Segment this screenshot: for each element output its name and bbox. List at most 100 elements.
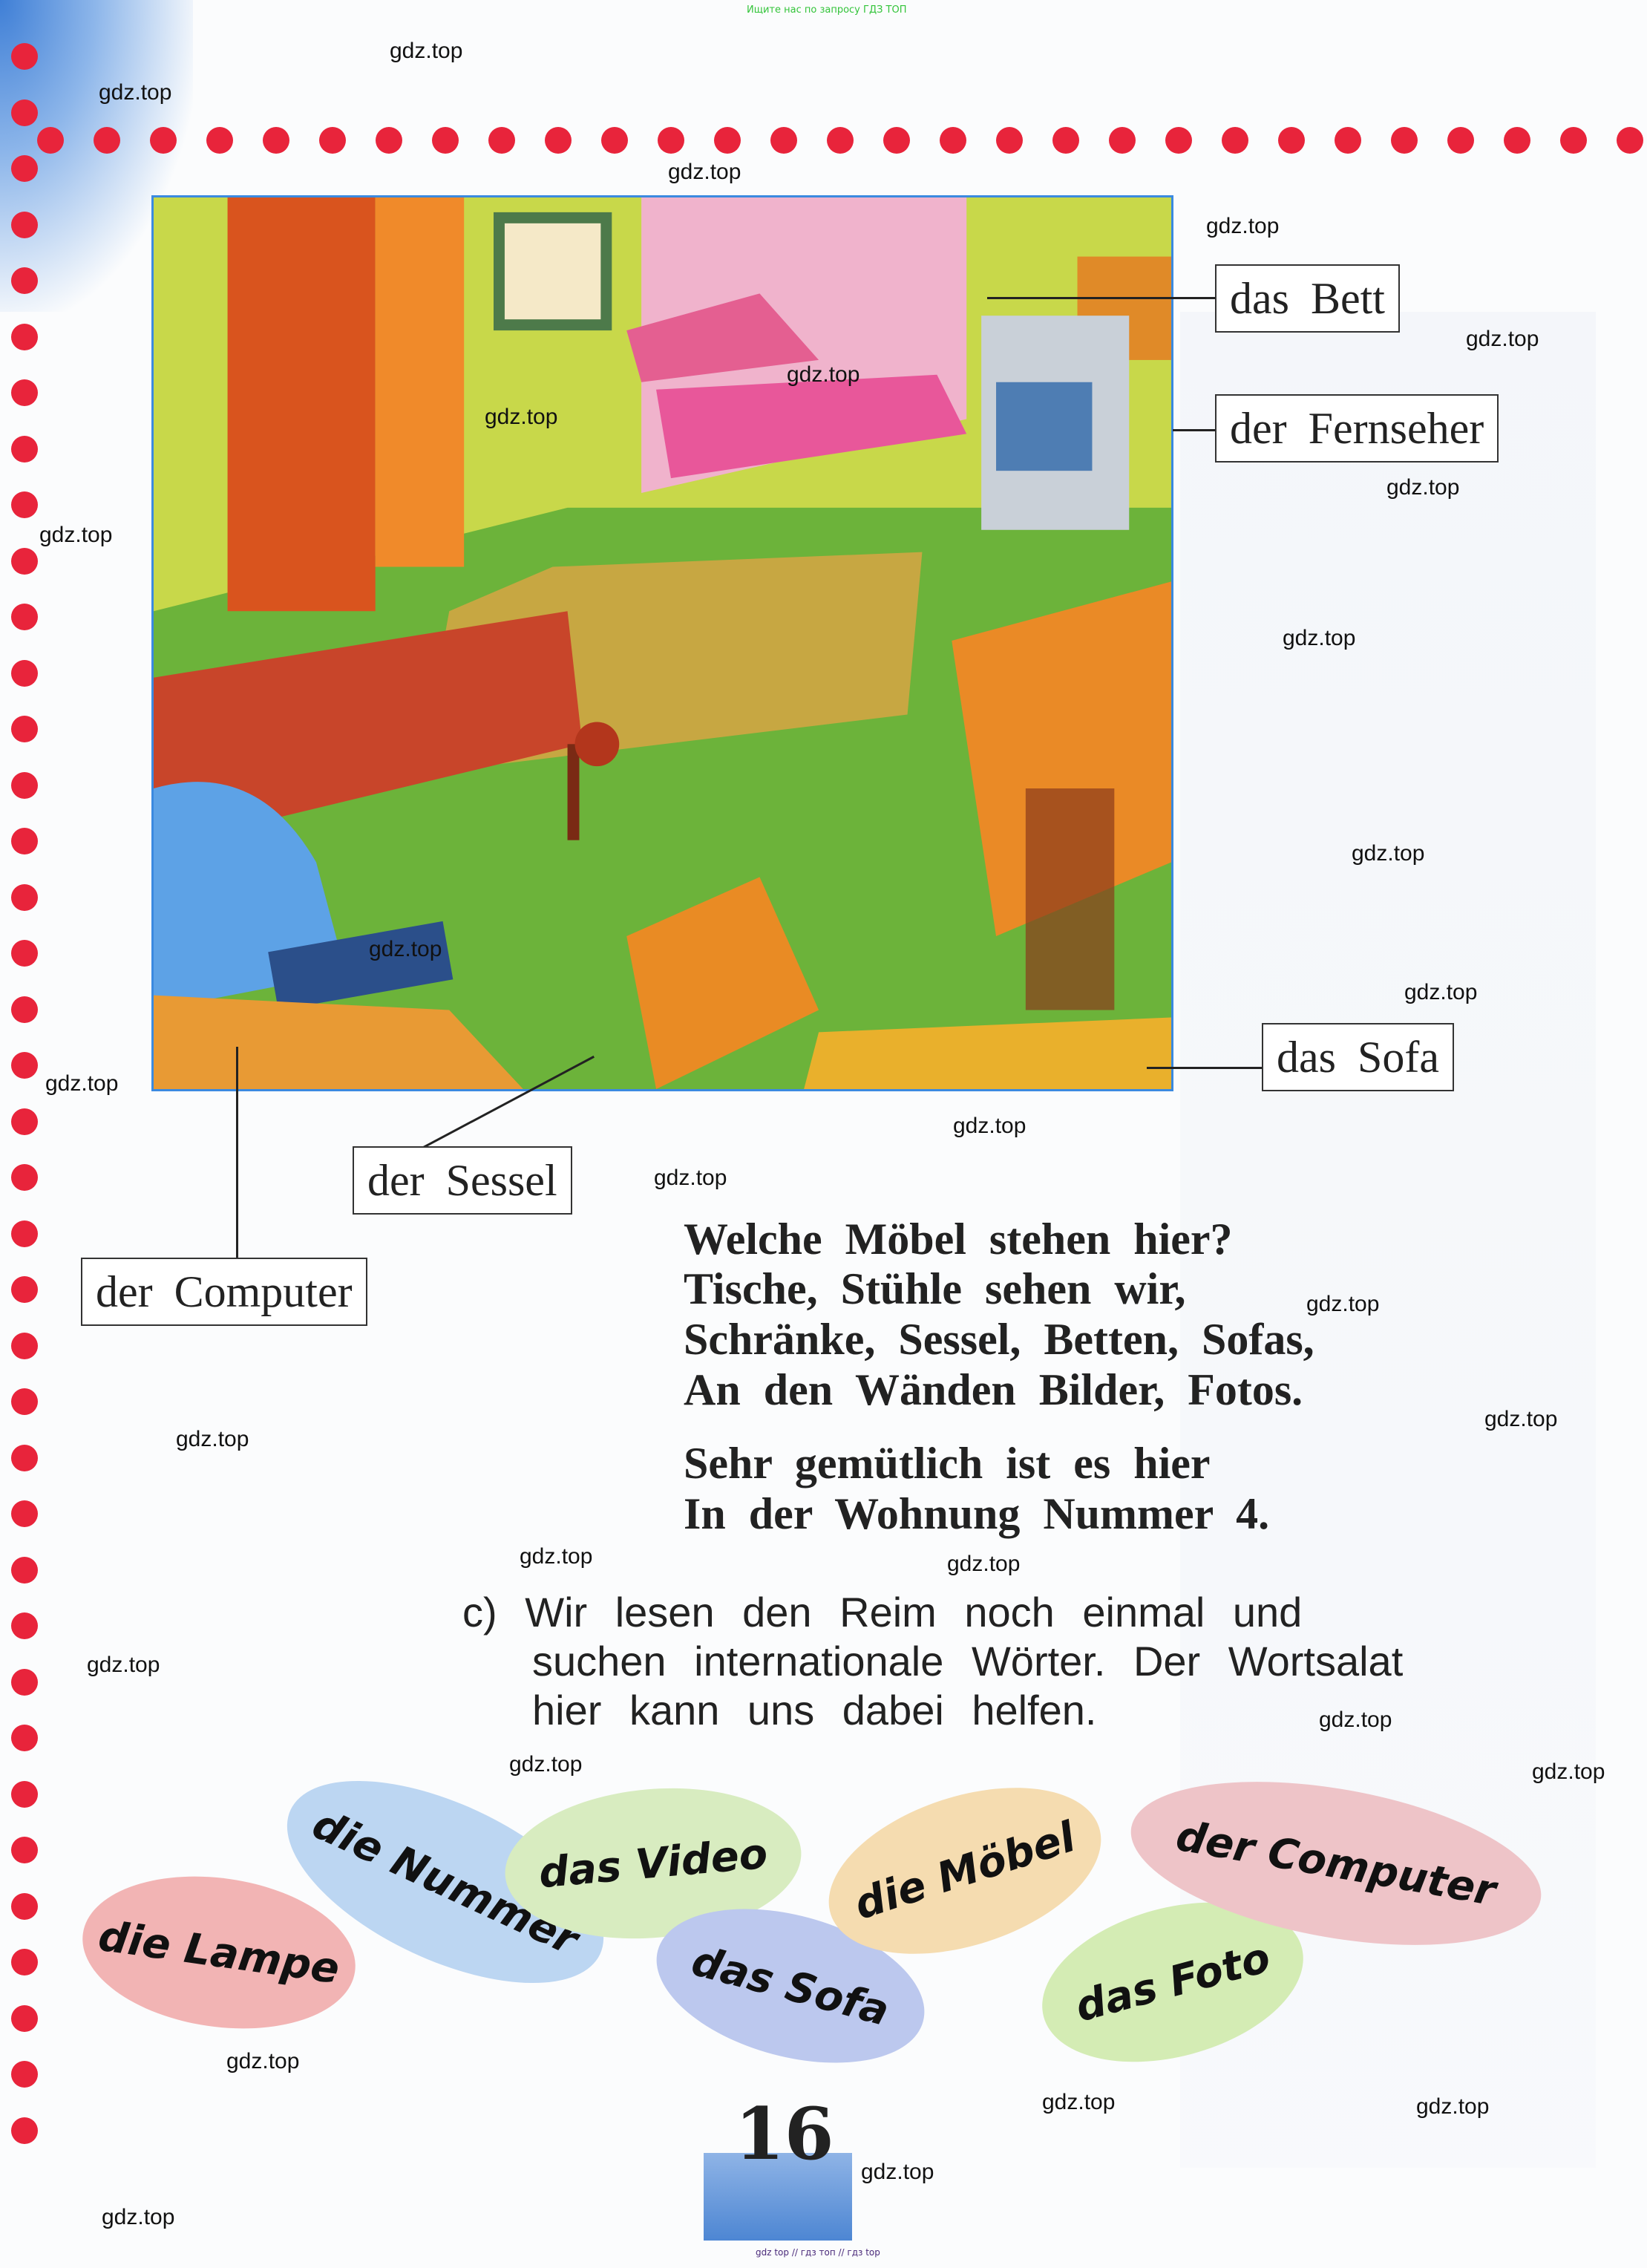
watermark: gdz.top [1532,1759,1605,1784]
watermark: gdz.top [1283,626,1356,650]
watermark: gdz.top [668,160,741,184]
task-line: suchen internationale Wörter. Der Wortsa… [532,1638,1404,1684]
border-dot [11,771,38,799]
border-dot [11,1725,38,1751]
border-dot [1109,127,1136,154]
room-illustration [151,195,1173,1091]
border-dot [11,1556,38,1584]
border-dot [263,127,289,154]
border-dot [1391,127,1418,154]
watermark: gdz.top [87,1653,160,1677]
label-armchair: der Sessel [353,1146,572,1215]
border-dot [1335,127,1361,154]
border-dot [1447,127,1474,154]
border-dot [827,127,854,154]
label-sofa: das Sofa [1262,1023,1454,1091]
border-dot [319,127,346,154]
watermark: gdz.top [390,39,463,63]
border-dot [11,2117,38,2144]
task-line: hier kann uns dabei helfen. [532,1687,1097,1733]
border-dot [996,127,1023,154]
poem-line: Welche Möbel stehen hier? [684,1215,1233,1264]
border-dot [11,1164,38,1191]
border-dot [11,2061,38,2088]
poem-line: An den Wänden Bilder, Fotos. [684,1365,1303,1414]
watermark: gdz.top [953,1114,1026,1138]
watermark: gdz.top [787,362,860,387]
watermark: gdz.top [176,1427,249,1451]
watermark: gdz.top [861,2160,934,2184]
border-dot [432,127,459,154]
border-dot [11,1612,38,1639]
watermark: gdz.top [520,1544,593,1569]
watermark: gdz.top [509,1752,583,1777]
border-dot [11,1332,38,1359]
border-dot [11,1837,38,1863]
watermark: gdz.top [1306,1292,1380,1316]
border-dot [37,127,64,154]
task-line: c) Wir lesen den Reim noch einmal und [462,1589,1303,1635]
border-dot [11,211,38,238]
border-dot [11,940,38,967]
watermark: gdz.top [369,937,442,961]
border-dot [11,2004,38,2032]
border-dot [1052,127,1079,154]
watermark: gdz.top [1042,2090,1116,2114]
border-dot [11,1780,38,1808]
border-dot [11,491,38,518]
border-dot [206,127,233,154]
poem-line: Schränke, Sessel, Betten, Sofas, [684,1315,1314,1364]
watermark: gdz.top [39,523,113,547]
border-dot [714,127,741,154]
border-dot [11,379,38,406]
border-dot [11,996,38,1023]
border-dot [11,1949,38,1975]
border-dot [11,1892,38,1920]
border-dot [11,435,38,463]
border-dot [11,99,38,126]
watermark: gdz.top [102,2205,175,2229]
watermark: gdz.top [1416,2094,1490,2119]
border-dot [770,127,797,154]
border-dot [1617,127,1643,154]
footer-note: gdz top // гдз топ // гдз top [756,2247,880,2258]
border-dot [11,155,38,182]
watermark: gdz.top [1386,475,1460,500]
border-dot [11,828,38,854]
border-dot [940,127,966,154]
border-dot [150,127,177,154]
poem-line: Tische, Stühle sehen wir, [684,1264,1186,1313]
label-bed: das Bett [1215,264,1400,333]
label-tv: der Fernseher [1215,394,1499,463]
watermark: gdz.top [99,80,172,105]
page-number: 16 [735,2092,834,2176]
border-dot [488,127,515,154]
watermark: gdz.top [45,1071,119,1096]
border-dot [11,1388,38,1415]
border-dot [1504,127,1530,154]
border-dot [11,323,38,350]
border-dot [376,127,402,154]
border-dot [601,127,628,154]
watermark: gdz.top [485,405,558,429]
border-dot [11,1444,38,1471]
watermark: gdz.top [226,2049,300,2073]
border-dot [658,127,684,154]
border-dot [11,1052,38,1079]
watermark: gdz.top [947,1552,1021,1576]
header-note: Ищите нас по запросу ГДЗ ТОП [747,4,907,16]
border-dot [94,127,120,154]
watermark: gdz.top [1206,214,1280,238]
border-dot [11,659,38,687]
label-computer: der Computer [81,1258,367,1326]
watermark: gdz.top [1484,1407,1558,1431]
border-dot [11,267,38,294]
border-dot [883,127,910,154]
border-dot [11,604,38,630]
border-dot [1222,127,1248,154]
border-dot [11,716,38,742]
border-dot [1165,127,1192,154]
border-dot [11,43,38,70]
border-dot [11,883,38,911]
border-dot [11,1500,38,1527]
